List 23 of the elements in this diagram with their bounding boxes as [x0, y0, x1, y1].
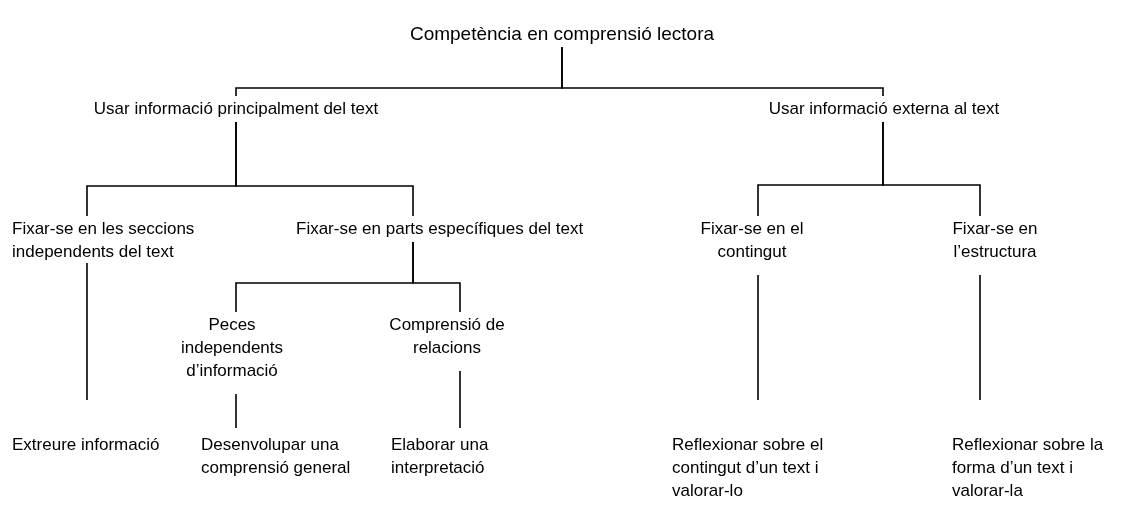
category-label: Comprensió de relacions [372, 313, 522, 359]
tree-connector [412, 241, 461, 313]
category-label: Reflexionar sobre la forma d’un text i valorar-la [952, 433, 1122, 502]
category-label: Reflexionar sobre el contingut d’un text i valorar-lo [672, 433, 872, 502]
category-label: Extreure informació [12, 433, 162, 456]
category-label: Usar informació externa al text [754, 97, 1014, 120]
category-label: Fixar-se en les seccions independents del text [12, 217, 272, 263]
category-label: Usar informació principalment del text [86, 97, 386, 120]
tree-connector [757, 274, 759, 401]
root-label: Competència en comprensió lectora [362, 22, 762, 45]
category-label: Peces independents d’informació [157, 313, 307, 382]
tree-connector [235, 393, 237, 429]
category-label: Fixar-se en l’estructura [915, 217, 1075, 263]
category-label: Desenvolupar una comprensió general [201, 433, 371, 479]
category-label: Fixar-se en parts específiques del text [296, 217, 596, 240]
tree-connector [235, 121, 414, 217]
tree-connector [459, 370, 461, 429]
tree-connector [561, 46, 884, 97]
category-label: Elaborar una interpretació [391, 433, 541, 479]
tree-connector [979, 274, 981, 401]
tree-connector [882, 121, 981, 217]
category-label: Fixar-se en el contingut [672, 217, 832, 263]
tree-connector [86, 262, 88, 401]
